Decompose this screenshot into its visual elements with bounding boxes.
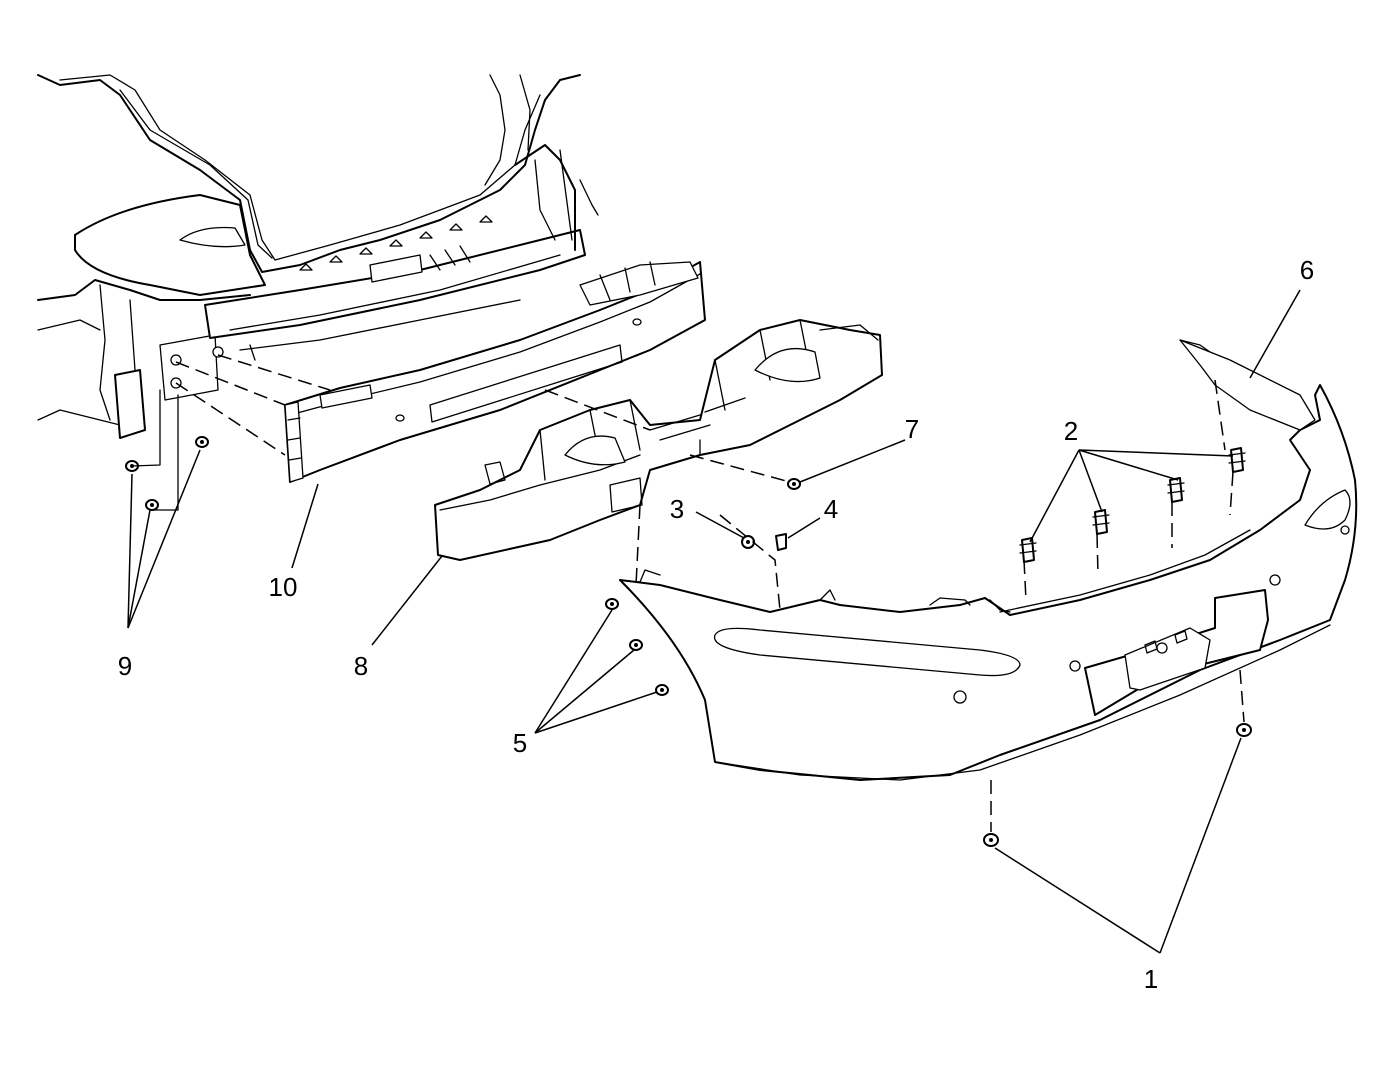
- callout-5: 5: [513, 728, 527, 758]
- callout-1: 1: [1144, 964, 1158, 994]
- part-10-impact-bar: [284, 261, 706, 483]
- fastener-2a: [1019, 537, 1037, 563]
- callout-10: 10: [269, 572, 298, 602]
- callout-4: 4: [824, 494, 838, 524]
- fastener-5b: [629, 639, 643, 651]
- fastener-1b: [1236, 723, 1252, 737]
- fastener-7: [787, 478, 801, 490]
- part-8-energy-absorber: [434, 319, 883, 561]
- part-6-bumper-fascia: [619, 339, 1358, 781]
- fastener-5a: [605, 598, 619, 610]
- callout-7: 7: [905, 414, 919, 444]
- callout-2: 2: [1064, 416, 1078, 446]
- callout-labels: 1 2 3 4 5 6 7 8 9 10: [118, 255, 1314, 994]
- fastener-2b: [1092, 509, 1110, 535]
- callout-9: 9: [118, 651, 132, 681]
- fastener-5c: [655, 684, 669, 696]
- vehicle-rear-body: [37, 74, 599, 439]
- callout-8: 8: [354, 651, 368, 681]
- fastener-9c: [195, 436, 209, 448]
- fastener-9b: [145, 499, 159, 511]
- callout-6: 6: [1300, 255, 1314, 285]
- fastener-4: [775, 533, 787, 551]
- callout-3: 3: [670, 494, 684, 524]
- fastener-1a: [983, 833, 999, 847]
- fasteners: [125, 436, 1252, 847]
- fastener-2c: [1167, 477, 1185, 503]
- alignment-lines: [131, 354, 1245, 832]
- leader-lines: [127, 289, 1301, 954]
- body-clip-row: [299, 215, 493, 271]
- fastener-2d: [1228, 447, 1246, 473]
